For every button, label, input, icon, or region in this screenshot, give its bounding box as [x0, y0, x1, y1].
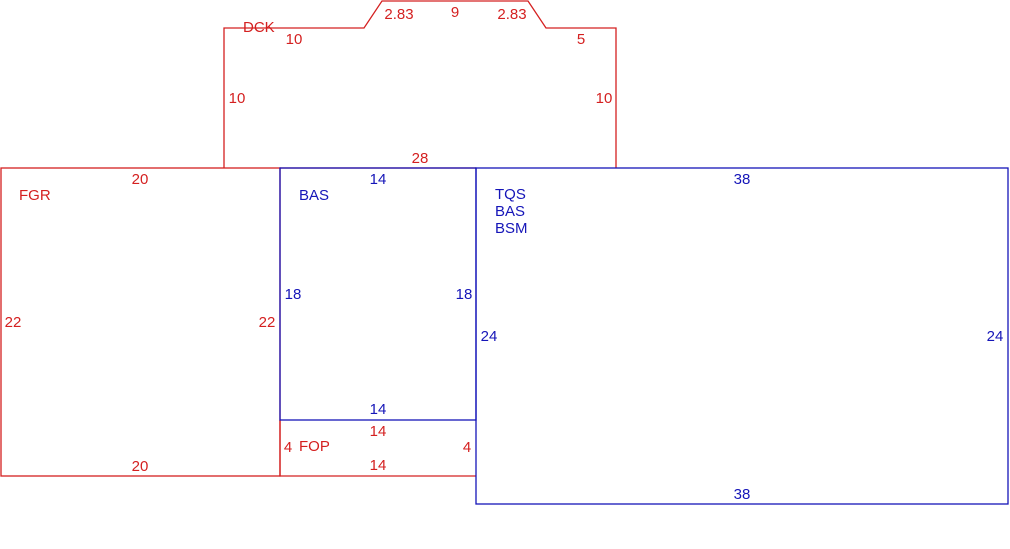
main-dim-bottom: 38	[734, 486, 751, 503]
main-name-label-2: BAS	[495, 203, 525, 220]
fgr-dim-bottom: 20	[132, 458, 149, 475]
fgr-name-label: FGR	[19, 187, 51, 204]
bas-dim-bottom: 14	[370, 401, 387, 418]
fop-outline	[279, 420, 476, 477]
fgr-dim-top: 20	[132, 171, 149, 188]
dck-dim-top-right: 5	[577, 31, 585, 48]
dck-dim-top-left: 10	[286, 31, 303, 48]
fop-dim-top: 14	[370, 423, 387, 440]
main-dim-top: 38	[734, 171, 751, 188]
main-dim-right: 24	[987, 328, 1004, 345]
bas-outline	[279, 167, 477, 421]
dck-name-label: DCK	[243, 19, 275, 36]
dck-dim-bottom: 28	[412, 150, 429, 167]
fop-dim-left: 4	[284, 439, 292, 456]
dck-outline	[223, 0, 617, 168]
dck-dim-right: 10	[596, 90, 613, 107]
bas-name-label: BAS	[299, 187, 329, 204]
bas-dim-left: 18	[285, 286, 302, 303]
dck-dim-diag-left: 2.83	[384, 6, 413, 23]
dck-dim-top-mid: 9	[451, 4, 459, 21]
main-outline	[475, 167, 1009, 505]
bas-dim-top: 14	[370, 171, 387, 188]
bas-dim-right: 18	[456, 286, 473, 303]
fop-dim-bottom: 14	[370, 457, 387, 474]
dck-dim-diag-right: 2.83	[497, 6, 526, 23]
fop-name-label: FOP	[299, 438, 330, 455]
fgr-dim-left: 22	[5, 314, 22, 331]
fgr-outline	[0, 167, 281, 477]
main-dim-left: 24	[481, 328, 498, 345]
main-name-label-3: BSM	[495, 220, 528, 237]
dck-dim-left: 10	[229, 90, 246, 107]
fgr-dim-right: 22	[259, 314, 276, 331]
fop-dim-right: 4	[463, 439, 471, 456]
main-name-label-1: TQS	[495, 186, 526, 203]
